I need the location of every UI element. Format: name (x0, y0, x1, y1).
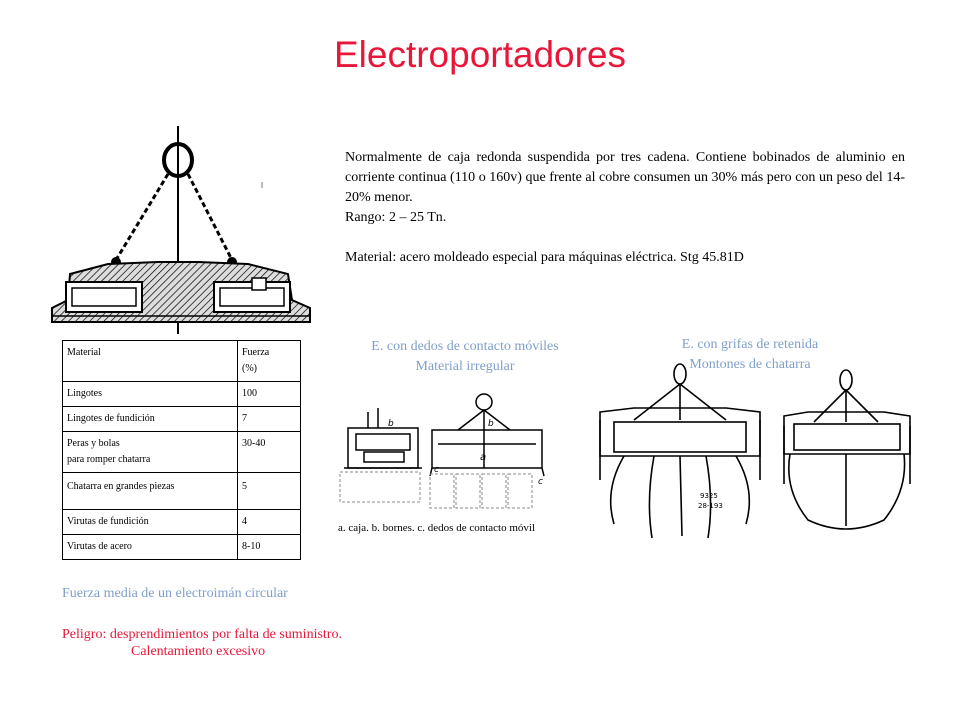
table-row: Virutas de fundición 4 (62, 509, 301, 535)
force-by-material-table: Material Fuerza (%) Lingotes 100 Lingote… (62, 340, 301, 560)
mark-b-right: b (488, 419, 494, 429)
row-material: Peras y bolas para romper chatarra (62, 431, 238, 473)
fingers-legend: a. caja. b. bornes. c. dedos de contacto… (338, 522, 536, 534)
header-force-line2: (%) (242, 363, 257, 374)
danger-note: Peligro: desprendimientos por falta de s… (62, 626, 342, 660)
table-header-row: Material Fuerza (%) (62, 340, 301, 382)
fingers-caption-line1: E. con dedos de contacto móviles (371, 339, 559, 354)
fingers-caption: E. con dedos de contacto móviles Materia… (330, 337, 600, 377)
row-material: Lingotes (62, 381, 238, 407)
table-row: Lingotes 100 (62, 381, 301, 407)
row-force: 5 (237, 472, 301, 510)
mark-b-left: b (388, 419, 394, 429)
circular-electromagnet-section-drawing (51, 126, 311, 334)
mark-c: c (434, 465, 439, 475)
claws-caption-line2: Montones de chatarra (689, 357, 811, 372)
description-paragraph: Normalmente de caja redonda suspendida p… (345, 150, 905, 205)
row-force: 100 (237, 381, 301, 407)
row-material-line1: Peras y bolas (67, 438, 120, 449)
table-caption: Fuerza media de un electroimán circular (62, 586, 288, 601)
danger-line1: Peligro: desprendimientos por falta de s… (62, 627, 342, 642)
danger-line2: Calentamiento excesivo (131, 644, 266, 659)
row-force: 30-40 (237, 431, 301, 473)
plate-number-2: 28-193 (698, 502, 723, 510)
header-force-line1: Fuerza (242, 347, 270, 358)
header-material: Material (62, 340, 238, 382)
mark-c2: c (538, 477, 543, 487)
row-material: Chatarra en grandes piezas (62, 472, 238, 510)
table-row: Peras y bolas para romper chatarra 30-40 (62, 431, 301, 473)
retaining-claws-electromagnet-drawing: 9325 28-193 (599, 363, 911, 539)
row-material: Lingotes de fundición (62, 406, 238, 432)
row-material-line2: para romper chatarra (67, 454, 151, 465)
table-row: Virutas de acero 8-10 (62, 534, 301, 560)
row-force: 4 (237, 509, 301, 535)
table-row: Chatarra en grandes piezas 5 (62, 472, 301, 510)
claws-caption-line1: E. con grifas de retenida (681, 337, 819, 352)
slide-title: Electroportadores (333, 34, 627, 75)
row-force: 7 (237, 406, 301, 432)
row-force: 8-10 (237, 534, 301, 560)
description-block: Normalmente de caja redonda suspendida p… (345, 148, 905, 268)
contact-fingers-electromagnet-drawing: b a b c c (339, 393, 545, 509)
range-text: Rango: 2 – 25 Tn. (345, 210, 447, 225)
plate-number-1: 9325 (700, 492, 718, 500)
row-material: Virutas de fundición (62, 509, 238, 535)
claws-caption: E. con grifas de retenida Montones de ch… (630, 335, 870, 375)
fingers-caption-line2: Material irregular (415, 359, 515, 374)
header-force: Fuerza (%) (237, 340, 301, 382)
material-text: Material: acero moldeado especial para m… (345, 250, 744, 265)
table-row: Lingotes de fundición 7 (62, 406, 301, 432)
row-material: Virutas de acero (62, 534, 238, 560)
mark-a: a (480, 452, 486, 463)
